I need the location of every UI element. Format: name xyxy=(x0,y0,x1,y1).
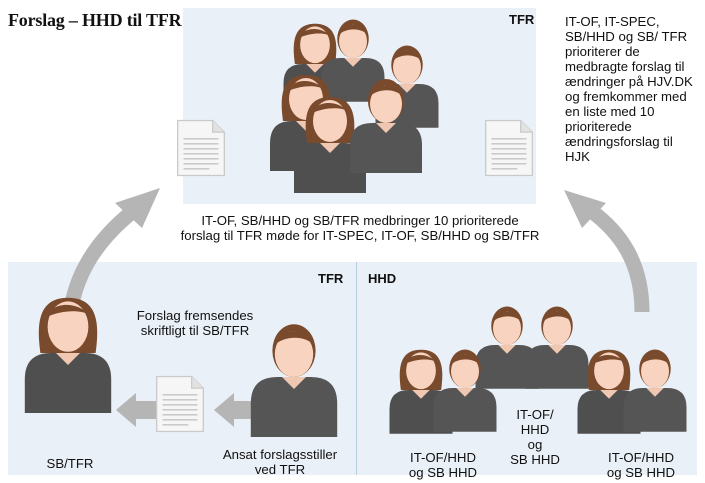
group-right-line-1: IT-OF/HHD xyxy=(608,450,674,465)
middle-caption-line-1: IT-OF, SB/HHD og SB/TFR medbringer 10 pr… xyxy=(201,213,519,228)
group-center-line-4: SB HHD xyxy=(510,452,560,467)
person-sb-tfr xyxy=(24,297,112,413)
group-center-line-3: og xyxy=(527,437,543,452)
group-left-label: IT-OF/HHD og SB HHD xyxy=(388,450,498,480)
arrow-up-left-head xyxy=(115,188,160,228)
arrow-up-right-head xyxy=(564,190,606,228)
person-right-2 xyxy=(623,349,687,432)
group-right-line-2: og SB HHD xyxy=(606,465,676,480)
sb-tfr-label: SB/TFR xyxy=(46,456,94,471)
person-center-2 xyxy=(525,306,589,389)
arrow-up-right xyxy=(585,203,650,313)
employee-label: Ansat forslagsstiller ved TFR xyxy=(205,447,355,477)
bottom-left-label: TFR xyxy=(318,271,344,286)
middle-caption: IT-OF, SB/HHD og SB/TFR medbringer 10 pr… xyxy=(150,213,570,243)
group-left-line-1: IT-OF/HHD xyxy=(410,450,476,465)
employee-label-line-2: ved TFR xyxy=(254,462,306,477)
top-panel-label: TFR xyxy=(509,12,535,27)
panel-divider xyxy=(356,262,357,475)
group-center-line-2: HHD xyxy=(520,422,550,437)
middle-caption-line-2: forslag til TFR møde for IT-SPEC, IT-OF,… xyxy=(180,228,540,243)
side-note: IT-OF, IT-SPEC, SB/HHD og SB/ TFR priori… xyxy=(565,14,693,164)
bottom-right-label: HHD xyxy=(368,271,397,286)
group-center-line-1: IT-OF/ xyxy=(516,407,554,422)
group-right-label: IT-OF/HHD og SB HHD xyxy=(586,450,696,480)
document-icon-right xyxy=(484,119,534,177)
document-icon-left xyxy=(176,119,226,177)
forward-note: Forslag fremsendes skriftligt til SB/TFR xyxy=(110,308,280,338)
employee-label-line-1: Ansat forslagsstiller xyxy=(222,447,338,462)
forward-note-line-1: Forslag fremsendes xyxy=(136,308,254,323)
person-employee xyxy=(250,324,338,437)
group-center-label: IT-OF/ HHD og SB HHD xyxy=(490,407,580,467)
page-title: Forslag – HHD til TFR xyxy=(8,10,182,30)
arrow-left-2 xyxy=(116,393,169,427)
forward-note-line-2: skriftligt til SB/TFR xyxy=(140,323,250,338)
document-icon-bottom xyxy=(155,375,205,433)
group-left-line-2: og SB HHD xyxy=(408,465,478,480)
